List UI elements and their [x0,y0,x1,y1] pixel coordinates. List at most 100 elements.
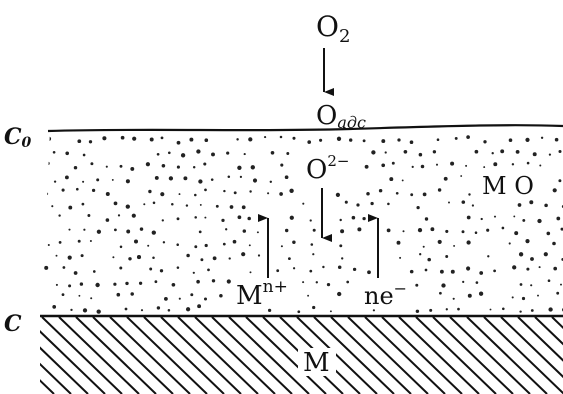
oxide-dot [124,307,128,311]
oxide-dot [508,242,511,245]
oxide-dot [483,140,487,144]
oxide-dot [88,140,93,144]
oxide-dot [280,245,283,248]
oxide-dot [341,257,344,260]
oxide-dot [384,151,387,154]
oxide-dot [478,291,484,296]
oxide-dot [544,203,548,208]
hatch-line [92,317,174,394]
oxide-dot [168,176,174,181]
oxide-dot [145,162,151,167]
oxide-dot [322,265,325,269]
oxide-dot [370,201,374,206]
oxide-dot [151,230,156,235]
oxide-dot [82,153,86,157]
oxide-dot [171,202,174,206]
oxide-dot [292,267,296,270]
oxide-dot [183,176,188,181]
oxide-dot [81,202,85,206]
oxide-dot [267,308,272,313]
oxide-dot [538,266,541,269]
oxide-dot [276,269,280,273]
oxide-dot [329,310,332,313]
oxide-dot [68,284,72,288]
oxide-dot [532,152,537,157]
oxide-dot [340,229,345,234]
oxide-dot [403,149,408,154]
oxide-dot [511,296,514,299]
oxide-dot [52,150,56,154]
oxide-dot [337,265,342,269]
oxide-dot [233,191,237,195]
oxide-dot [461,230,465,234]
oxide-dot [226,151,230,155]
oxide-dot [415,283,419,287]
oxide-dot [176,165,180,169]
oxide-dot [466,240,471,245]
oxide-dot [517,203,522,207]
oxide-dot [411,165,414,168]
oxide-dot [445,255,449,258]
oxide-dot [126,229,131,234]
oxide-dot [236,138,239,141]
oxide-dot [140,309,144,312]
hatch-line [228,317,310,394]
oxide-dot [128,257,132,261]
oxide-dot [513,215,516,218]
oxide-dot [91,188,96,193]
oxide-dot [558,149,562,154]
oxide-dot [452,297,455,300]
oxide-dot [391,161,395,165]
oxide-dot [256,231,259,234]
oxide-dot [526,267,530,271]
oxide-dot [152,256,155,260]
oxide-dot [46,161,50,166]
oxide-dot [339,244,343,248]
oxide-dot [521,296,526,301]
hatch-line [40,330,106,394]
oxide-dot [269,180,272,183]
oxide-dot [53,180,57,183]
oxide-dot [161,219,164,222]
oxide-dot [530,257,534,261]
oxide-dot [96,178,100,182]
oxide-dot [167,309,171,312]
oxide-dot [194,193,197,197]
oxide-dot [522,218,526,222]
oxide-dot [180,153,186,158]
oxide-dot [204,188,207,192]
oxide-dot [418,152,423,157]
oxide-dot [58,241,62,244]
oxide-dot [445,229,449,233]
oxide-dot [537,294,539,297]
oxide-dot [176,217,180,221]
oxide-dot [280,163,284,167]
oxide-dot [292,240,296,244]
oxide-dot [62,266,66,269]
oxide-dot [156,152,160,156]
oxide-dot [514,231,519,236]
oxide-dot [77,139,82,144]
oxide-dot [552,188,557,193]
oxide-dot [410,193,414,197]
oxide-dot [289,188,294,193]
oxide-dot [467,293,472,298]
oxide-dot [530,284,533,287]
oxide-dot [335,192,340,197]
oxide-dot [215,204,219,208]
oxide-dot [167,151,171,155]
oxide-dot [160,136,164,140]
oxide-dot [241,205,246,210]
oxide-dot [465,164,468,167]
oxide-dot [319,138,323,142]
oxide-dot [466,266,471,271]
oxide-dot [178,193,181,196]
oxide-dot [460,175,463,177]
oxide-dot [286,152,290,155]
oxide-dot [381,163,386,168]
oxide-dot [132,136,137,141]
oxide-dot [389,177,394,182]
electron-label: ne− [364,279,407,310]
oxide-dot [395,191,399,195]
oxide-dot [96,229,102,234]
